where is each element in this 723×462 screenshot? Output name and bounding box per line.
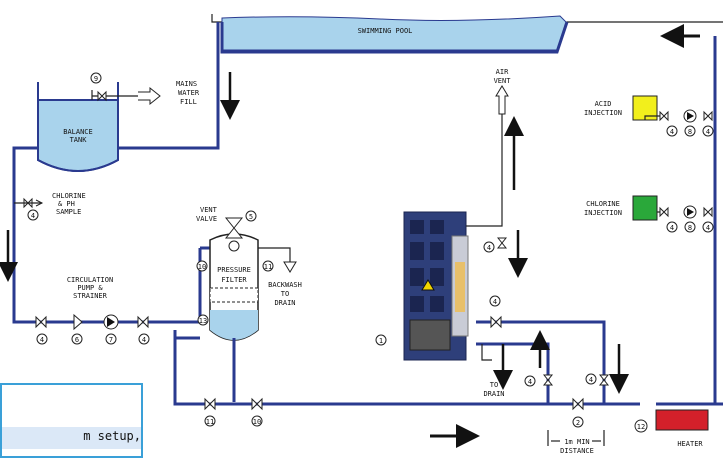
acid-label-2: INJECTION [584, 109, 622, 117]
callout-10-a: 10 [198, 263, 206, 271]
callout-4-b: 4 [142, 336, 146, 344]
mains-label-1: MAINS [176, 80, 197, 88]
callout-7: 7 [109, 336, 113, 344]
callout-8-acid: 8 [688, 128, 692, 136]
sample-label-1: CHLORINE [52, 192, 86, 200]
pressure-filter: PRESSURE FILTER VENT VALVE 5 10 11 13 [196, 206, 274, 341]
pump-label-2: PUMP & [77, 284, 103, 292]
callout-4-cl-b: 4 [706, 224, 710, 232]
air-vent-arrow [495, 85, 509, 115]
pump-label-1: CIRCULATION [67, 276, 113, 284]
pool-label: SWIMMING POOL [358, 27, 413, 35]
callout-4-out: 4 [493, 298, 497, 306]
chlorine-inj-label-2: INJECTION [584, 209, 622, 217]
caption-callout: m setup, [0, 383, 143, 458]
callout-5: 5 [249, 213, 253, 221]
balance-tank-label-2: TANK [70, 136, 88, 144]
mains-water-fill: MAINS WATER FILL 9 [90, 72, 200, 106]
backwash-label-2: TO [281, 290, 289, 298]
callout-4-c: 4 [528, 378, 532, 386]
heater-block [655, 409, 709, 431]
backwash-arrow [283, 261, 297, 273]
swimming-pool: SWIMMING POOL [211, 14, 723, 54]
callout-4-a: 4 [40, 336, 44, 344]
air-vent-label-1: AIR [496, 68, 509, 76]
balance-tank: BALANCE TANK [37, 82, 119, 172]
sample-label-2: & PH [58, 200, 75, 208]
chlorine-ph-sample: CHLORINE & PH SAMPLE 4 [14, 192, 86, 221]
drain-label-1: TO [490, 381, 498, 389]
caption-text: m setup, [83, 429, 141, 443]
callout-1: 1 [379, 337, 383, 345]
treatment-unit: 1 [375, 211, 469, 361]
callout-11-b: 11 [206, 418, 214, 426]
callout-4-cl-a: 4 [670, 224, 674, 232]
callout-2: 2 [576, 419, 580, 427]
acid-injection: ACID INJECTION 4 8 4 [584, 95, 714, 137]
callout-11-a: 11 [264, 263, 272, 271]
callout-12: 12 [637, 423, 645, 431]
backwash-label-1: BACKWASH [268, 281, 302, 289]
balance-tank-label-1: BALANCE [63, 128, 93, 136]
callout-4-acid-b: 4 [706, 128, 710, 136]
air-vent-label-2: VENT [494, 77, 512, 85]
mains-label-3: FILL [180, 98, 197, 106]
callout-9-number: 9 [94, 75, 98, 83]
callout-8-cl: 8 [688, 224, 692, 232]
callout-9 [90, 72, 102, 84]
sample-label-3: SAMPLE [56, 208, 81, 216]
callout-10-b: 10 [253, 418, 261, 426]
mains-label-2: WATER [178, 89, 200, 97]
backwash-label-3: DRAIN [274, 299, 295, 307]
circulation-pump: CIRCULATION PUMP & STRAINER 4 6 7 4 [35, 276, 150, 345]
heater-label: HEATER [677, 440, 703, 448]
distance-label-2: DISTANCE [560, 447, 594, 455]
callout-13: 13 [199, 317, 207, 325]
filter-label-2: FILTER [221, 276, 247, 284]
distance-label-1: 1m MIN [564, 438, 589, 446]
acid-label-1: ACID [595, 100, 612, 108]
pump-label-3: STRAINER [73, 292, 108, 300]
callout-6: 6 [75, 336, 79, 344]
chlorine-injection: CHLORINE INJECTION 4 8 4 [584, 195, 714, 233]
callout-4-sample: 4 [31, 212, 35, 220]
callout-4-acid-a: 4 [670, 128, 674, 136]
callout-4-d: 4 [589, 376, 593, 384]
filter-label-1: PRESSURE [217, 266, 251, 274]
drain-label-2: DRAIN [483, 390, 504, 398]
chlorine-inj-label-1: CHLORINE [586, 200, 620, 208]
caption-highlight-band [2, 427, 141, 449]
vent-valve-label-1: VENT [200, 206, 218, 214]
vent-valve-label-2: VALVE [196, 215, 217, 223]
callout-4-vent: 4 [487, 244, 491, 252]
